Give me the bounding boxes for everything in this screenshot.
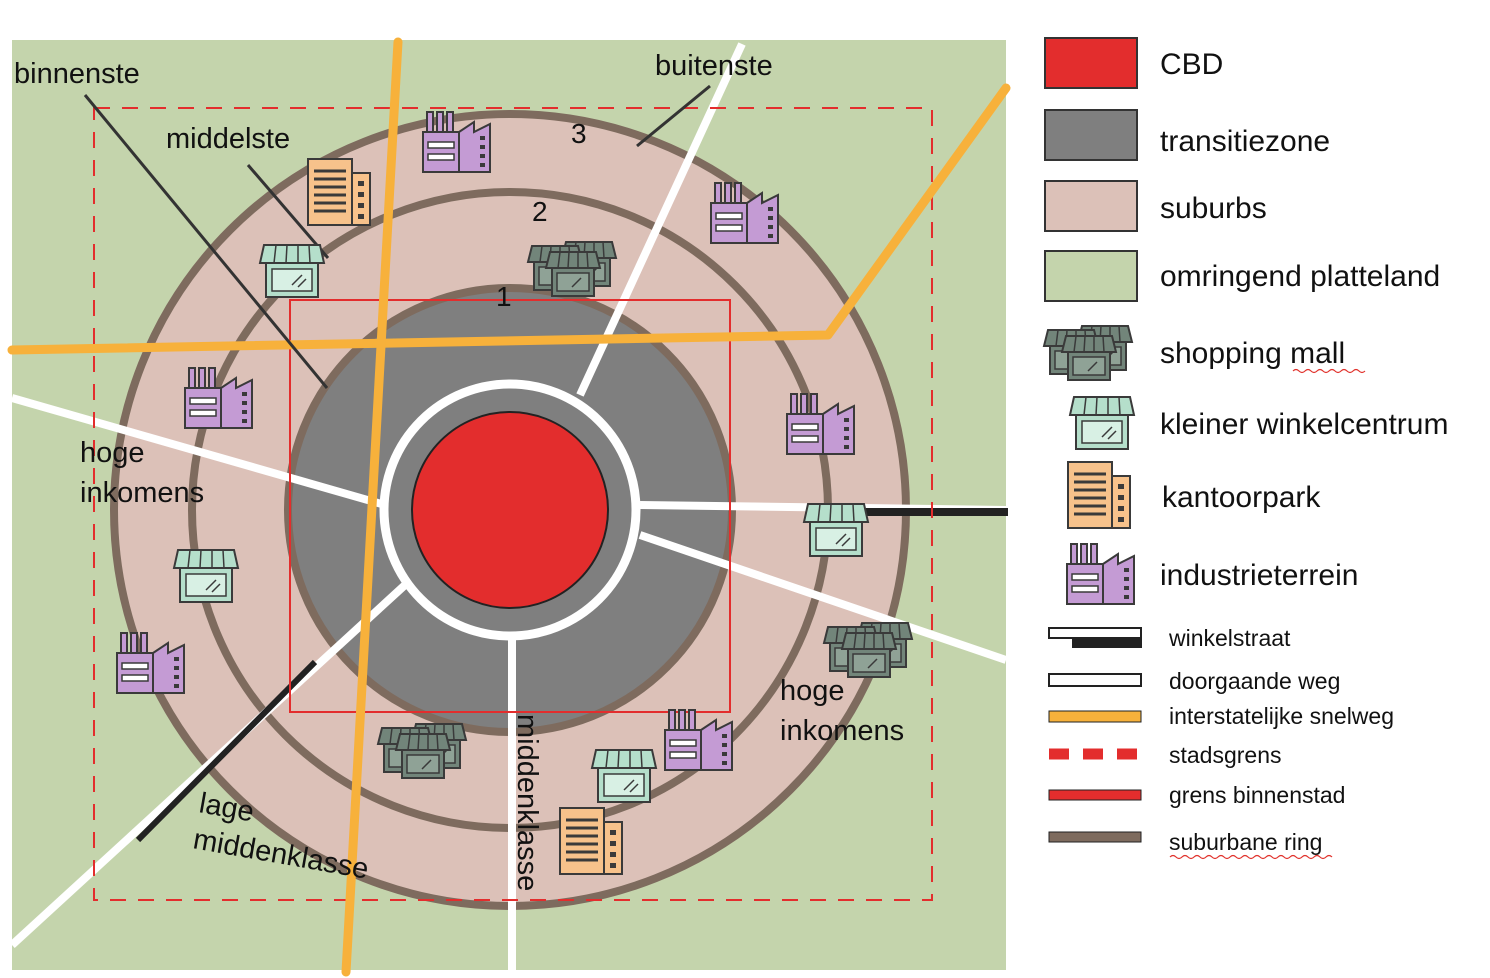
store-icon (591, 749, 657, 803)
shopping-street-southwest (135, 659, 318, 843)
downtown-boundary (289, 299, 731, 713)
legend-line-suburban-ring (1048, 831, 1142, 843)
legend-label-suburbs: suburbs (1160, 192, 1267, 225)
store-icon (1069, 396, 1135, 450)
legend-label-factory: industrieterrein (1160, 559, 1358, 592)
legend-swatch-countryside (1044, 250, 1138, 302)
store-icon (803, 503, 869, 557)
shopping-mall-icon (1044, 326, 1132, 380)
factory-icon (1066, 543, 1135, 605)
legend-label-highway: interstatelijke snelweg (1169, 703, 1394, 729)
annotation-leaders (83, 84, 711, 389)
label-buitenste: buitenste (655, 50, 773, 82)
legend-label-shopping-street: winkelstraat (1168, 625, 1291, 651)
label-hoge-inkomens-west-line2: inkomens (80, 477, 204, 509)
legend-label-suburban-ring: suburbane ring (1169, 829, 1322, 855)
label-hoge-inkomens-west-line1: hoge (80, 437, 145, 469)
legend-label-transition: transitiezone (1160, 125, 1330, 158)
label-hoge-inkomens-east-line1: hoge (780, 675, 845, 707)
legend-label-office: kantoorpark (1162, 481, 1321, 514)
legend-line-downtown-boundary (1048, 789, 1142, 801)
interstate-highways (7, 37, 1011, 977)
legend-line-through-road (1048, 673, 1142, 687)
store-icon (173, 549, 239, 603)
ring-number-3: 3 (571, 118, 587, 149)
city-boundary (93, 107, 933, 901)
legend-label-shopping-mall: shopping mall (1160, 337, 1345, 370)
legend-label-cbd: CBD (1160, 48, 1223, 81)
ring-number-2: 2 (532, 196, 548, 227)
legend-label-countryside: omringend platteland (1160, 260, 1440, 293)
label-middelste: middelste (166, 123, 290, 155)
office-building-icon (1066, 460, 1132, 530)
legend-label-through-road: doorgaande weg (1169, 668, 1340, 694)
spellcheck-underline (1292, 368, 1366, 374)
legend-swatch-transition (1044, 109, 1138, 161)
legend-swatch-cbd (1044, 37, 1138, 89)
label-binnenste: binnenste (14, 58, 140, 90)
label-middenklasse: middenklasse (511, 714, 543, 891)
ring-number-1: 1 (496, 281, 512, 312)
legend-label-store: kleiner winkelcentrum (1160, 408, 1448, 441)
store-icon (259, 244, 325, 298)
legend-swatch-suburbs (1044, 180, 1138, 232)
legend-label-downtown-boundary: grens binnenstad (1169, 782, 1345, 808)
cbd-area (411, 411, 609, 609)
legend-label-city-boundary: stadsgrens (1169, 742, 1282, 768)
spellcheck-underline (1169, 854, 1333, 860)
legend-line-shopping-street (1048, 627, 1142, 648)
label-hoge-inkomens-east-line2: inkomens (780, 715, 904, 747)
legend-line-highway (1048, 710, 1142, 723)
